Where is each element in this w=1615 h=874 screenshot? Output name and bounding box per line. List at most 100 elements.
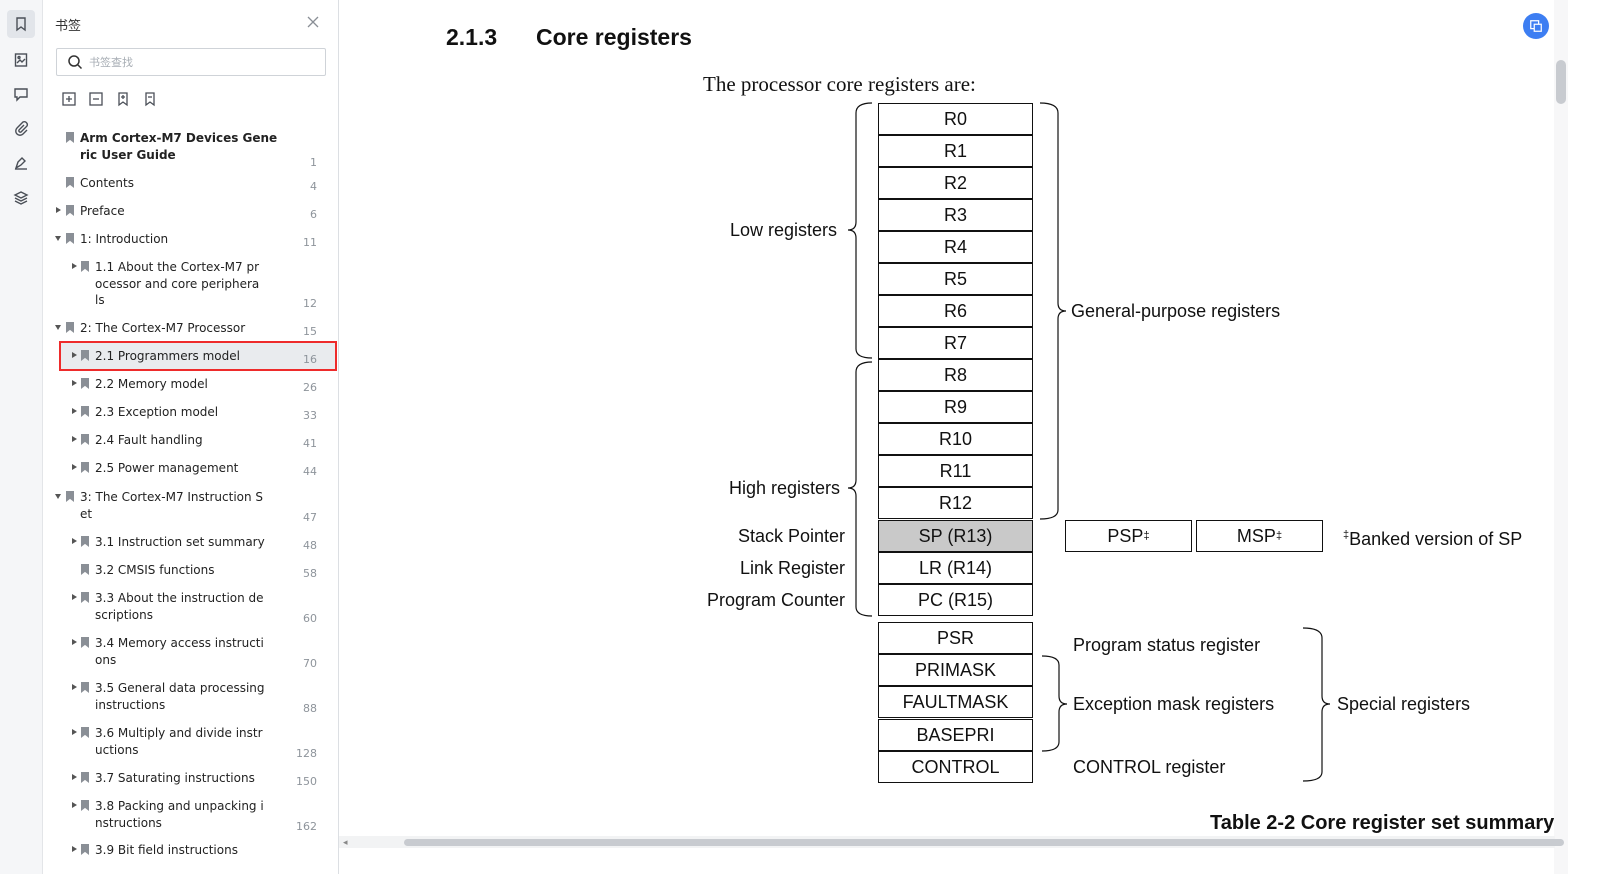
bookmark-item[interactable]: 1.1 About the Cortex-M7 pr ocessor and c…	[43, 257, 323, 313]
bookmark-label: 3.4 Memory access instructi ons	[95, 636, 264, 667]
expand-arrow-icon[interactable]	[72, 436, 77, 442]
bookmark-item[interactable]: 3.9 Bit field instructions	[43, 840, 323, 866]
thumbnail-icon[interactable]	[7, 46, 35, 74]
bookmark-page: 58	[303, 567, 317, 580]
bookmark-flag-icon	[81, 800, 89, 811]
bookmark-item[interactable]: 2.4 Fault handling 41	[43, 430, 323, 456]
collapse-all-icon[interactable]	[88, 91, 104, 107]
bookmark-label: Contents	[80, 176, 134, 190]
expand-arrow-icon[interactable]	[56, 207, 61, 213]
expand-arrow-icon[interactable]	[72, 408, 77, 414]
dagger-mark: ‡	[1275, 530, 1283, 542]
expand-arrow-icon[interactable]	[72, 846, 77, 852]
bookmark-item[interactable]: 2: The Cortex-M7 Processor 15	[43, 318, 323, 344]
bookmark-panel-icon[interactable]	[7, 10, 35, 38]
psp-label: PSP	[1107, 525, 1144, 546]
expand-arrow-icon[interactable]	[72, 263, 77, 269]
bookmark-item[interactable]: 3.3 About the instruction de scriptions …	[43, 588, 323, 628]
expand-arrow-icon[interactable]	[72, 594, 77, 600]
expand-arrow-icon[interactable]	[72, 802, 77, 808]
bookmark-search-box	[56, 48, 326, 76]
bookmark-item[interactable]: Contents 4	[43, 173, 323, 199]
attachment-icon[interactable]	[7, 114, 35, 142]
bookmark-item[interactable]: 2.2 Memory model 26	[43, 374, 323, 400]
expand-arrow-icon[interactable]	[72, 352, 77, 358]
red-annotation-box	[59, 341, 337, 371]
bookmark-page: 16	[303, 353, 317, 366]
bookmark-page: 47	[303, 511, 317, 524]
comment-icon[interactable]	[7, 80, 35, 108]
vertical-scrollbar[interactable]	[1556, 60, 1566, 104]
expand-arrow-icon[interactable]	[72, 380, 77, 386]
delete-bookmark-icon[interactable]	[142, 91, 158, 107]
bookmark-item[interactable]: 2.3 Exception model 33	[43, 402, 323, 428]
bookmark-label: 3: The Cortex-M7 Instruction S et	[80, 490, 264, 521]
horizontal-scrollbar[interactable]	[404, 839, 1564, 846]
expand-arrow-icon[interactable]	[72, 639, 77, 645]
register-psp: PSP‡	[1065, 520, 1192, 552]
bookmark-item[interactable]: 2.5 Power management 44	[43, 458, 323, 484]
bookmark-flag-icon	[81, 462, 89, 473]
bookmark-flag-icon	[66, 205, 74, 216]
bookmark-item[interactable]: 3.2 CMSIS functions 58	[43, 560, 323, 586]
bookmark-label: 2.3 Exception model	[95, 405, 219, 419]
bookmark-item[interactable]: 1: Introduction 11	[43, 229, 323, 255]
bookmark-flag-icon	[81, 378, 89, 389]
vertical-scroll-track[interactable]	[1554, 0, 1568, 874]
register-r0: R0	[878, 103, 1033, 135]
register-lr: LR (R14)	[878, 552, 1033, 584]
expand-arrow-icon[interactable]	[72, 538, 77, 544]
register-r1: R1	[878, 135, 1033, 167]
low-registers-label: Low registers	[729, 220, 837, 240]
layers-icon[interactable]	[7, 184, 35, 212]
expand-arrow-icon[interactable]	[72, 774, 77, 780]
search-icon	[67, 54, 83, 70]
bookmark-page: 11	[303, 236, 317, 249]
exception-mask-label: Exception mask registers	[1073, 694, 1275, 714]
expand-arrow-icon[interactable]	[72, 729, 77, 735]
special-registers-label: Special registers	[1337, 694, 1471, 714]
add-bookmark-icon[interactable]	[115, 91, 131, 107]
expand-arrow-icon[interactable]	[72, 684, 77, 690]
scroll-left-icon[interactable]: ◂	[343, 838, 348, 848]
register-sp: SP (R13)	[878, 520, 1033, 552]
bookmark-page: 33	[303, 409, 317, 422]
bookmark-label: 2.2 Memory model	[95, 377, 208, 391]
bookmark-flag-icon	[81, 844, 89, 855]
bookmark-flag-icon	[81, 261, 89, 272]
bookmark-item[interactable]: Preface 6	[43, 201, 323, 227]
close-icon[interactable]	[305, 14, 321, 30]
bookmark-item-programmers-model[interactable]: 2.1 Programmers model 16	[43, 346, 323, 372]
bookmark-page: 60	[303, 612, 317, 625]
bookmark-flag-icon	[81, 564, 89, 575]
bookmark-search-input[interactable]	[89, 53, 315, 71]
translate-icon[interactable]	[1523, 13, 1549, 39]
link-register-label: Link Register	[739, 558, 845, 578]
msp-label: MSP	[1236, 525, 1276, 546]
bookmark-item[interactable]: 3.1 Instruction set summary 48	[43, 532, 323, 558]
bookmark-label: 3.7 Saturating instructions	[95, 771, 255, 785]
bookmark-page: 128	[296, 747, 317, 760]
bookmark-item[interactable]: Arm Cortex-M7 Devices Gene ric User Guid…	[43, 128, 323, 172]
bookmark-item[interactable]: 3.7 Saturating instructions 150	[43, 768, 323, 794]
bookmark-flag-icon	[66, 491, 74, 502]
bookmark-item[interactable]: 3.6 Multiply and divide instr uctions 12…	[43, 723, 323, 763]
signature-icon[interactable]	[7, 149, 35, 177]
register-msp: MSP‡	[1196, 520, 1323, 552]
collapse-arrow-icon[interactable]	[55, 236, 61, 241]
program-status-label: Program status register	[1073, 635, 1261, 655]
bookmark-item[interactable]: 3.5 General data processing instructions…	[43, 678, 323, 718]
bookmark-flag-icon	[81, 772, 89, 783]
general-purpose-label: General-purpose registers	[1071, 301, 1281, 321]
banked-note: ‡Banked version of SP	[1343, 529, 1522, 550]
expand-arrow-icon[interactable]	[72, 464, 77, 470]
collapse-arrow-icon[interactable]	[55, 494, 61, 499]
bookmark-item[interactable]: 3.4 Memory access instructi ons 70	[43, 633, 323, 673]
bookmark-item[interactable]: 3.8 Packing and unpacking i nstructions …	[43, 796, 323, 836]
bookmark-flag-icon	[66, 233, 74, 244]
expand-all-icon[interactable]	[61, 91, 77, 107]
program-counter-label: Program Counter	[706, 590, 845, 610]
bookmark-item[interactable]: 3: The Cortex-M7 Instruction S et 47	[43, 487, 323, 527]
collapse-arrow-icon[interactable]	[55, 325, 61, 330]
bookmark-label: 1.1 About the Cortex-M7 pr ocessor and c…	[95, 260, 260, 307]
